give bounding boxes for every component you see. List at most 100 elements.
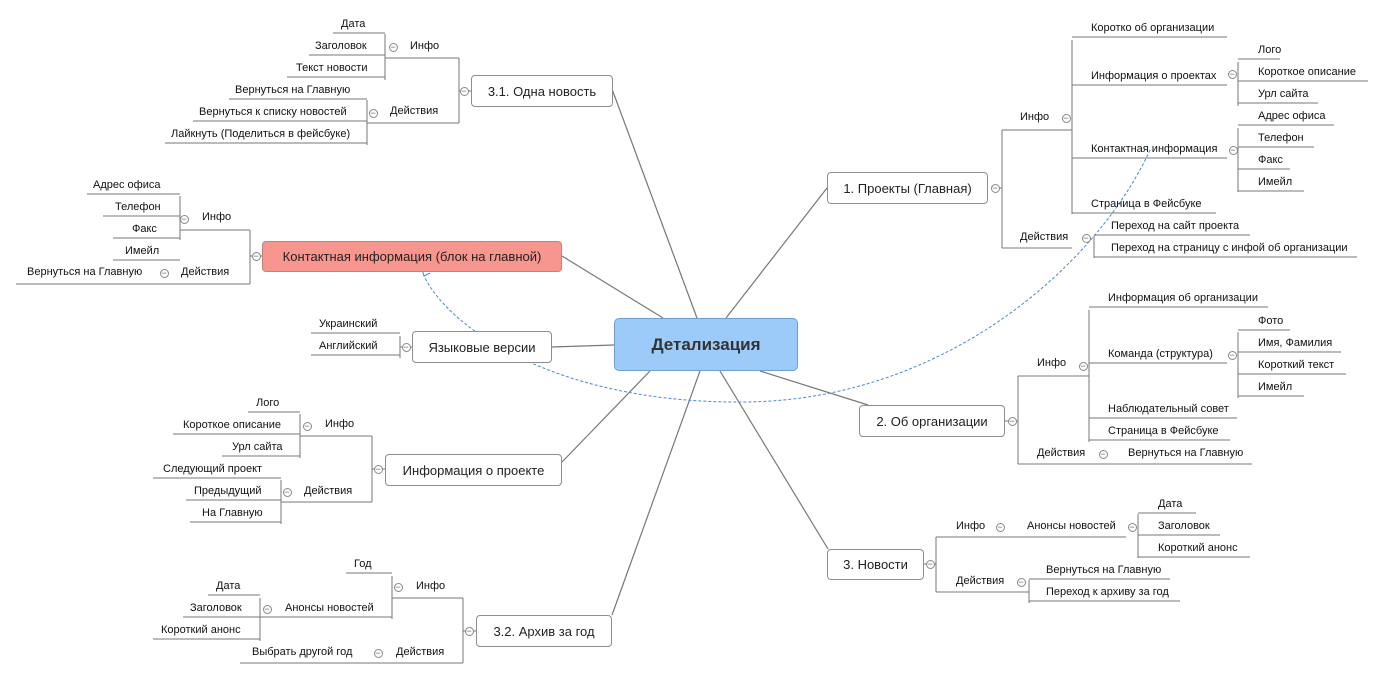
- label-about-info[interactable]: Инфо: [1037, 357, 1067, 369]
- node-archive[interactable]: 3.2. Архив за год: [476, 615, 612, 647]
- label-contact-phone[interactable]: Телефон: [115, 201, 161, 213]
- node-lang[interactable]: Языковые версии: [412, 331, 552, 363]
- label-contact-office[interactable]: Адрес офиса: [93, 179, 161, 191]
- label-back-news-list[interactable]: Вернуться к списку новостей: [199, 106, 347, 118]
- collapse-toggle-icon[interactable]: −: [282, 486, 292, 497]
- collapse-toggle-icon[interactable]: −: [159, 267, 169, 278]
- label-english[interactable]: Английский: [319, 340, 378, 352]
- collapse-toggle-icon[interactable]: −: [1227, 349, 1237, 360]
- label-office-address[interactable]: Адрес офиса: [1258, 110, 1326, 122]
- node-projects[interactable]: 1. Проекты (Главная): [827, 172, 988, 204]
- label-about-fb-page[interactable]: Страница в Фейсбуке: [1108, 425, 1219, 437]
- label-one-news-heading[interactable]: Заголовок: [315, 40, 367, 52]
- label-news-text[interactable]: Текст новости: [296, 62, 368, 74]
- collapse-toggle-icon[interactable]: −: [990, 182, 1000, 193]
- label-one-news-date[interactable]: Дата: [341, 18, 366, 30]
- collapse-toggle-icon[interactable]: −: [262, 603, 272, 614]
- label-archive-choose-year[interactable]: Выбрать другой год: [252, 646, 353, 658]
- collapse-toggle-icon[interactable]: −: [401, 341, 411, 352]
- label-site-url[interactable]: Урл сайта: [1258, 88, 1309, 100]
- label-fb-page[interactable]: Страница в Фейсбуке: [1091, 198, 1202, 210]
- label-fax[interactable]: Факс: [1258, 154, 1283, 166]
- collapse-toggle-icon[interactable]: −: [1098, 448, 1108, 459]
- collapse-toggle-icon[interactable]: −: [179, 213, 189, 224]
- collapse-toggle-icon[interactable]: −: [1078, 360, 1088, 371]
- node-about[interactable]: 2. Об организации: [859, 405, 1005, 437]
- label-short-text[interactable]: Короткий текст: [1258, 359, 1335, 371]
- label-goto-org-page[interactable]: Переход на страницу с инфой об организац…: [1111, 242, 1348, 254]
- label-contact-fax[interactable]: Факс: [132, 223, 157, 235]
- label-news-info[interactable]: Инфо: [956, 520, 986, 532]
- label-archive-short-announce[interactable]: Короткий анонс: [161, 624, 241, 636]
- label-brief-org[interactable]: Коротко об организации: [1091, 22, 1215, 34]
- label-pinfo-actions[interactable]: Действия: [304, 485, 353, 497]
- label-contact-info[interactable]: Инфо: [202, 211, 232, 223]
- label-pinfo-logo[interactable]: Лого: [256, 397, 280, 409]
- label-org-info[interactable]: Информация об организации: [1108, 292, 1258, 304]
- label-one-news-info[interactable]: Инфо: [410, 40, 440, 52]
- collapse-toggle-icon[interactable]: −: [464, 625, 474, 636]
- label-name-surname[interactable]: Имя, Фамилия: [1258, 337, 1333, 349]
- label-one-news-actions[interactable]: Действия: [390, 105, 439, 117]
- label-about-email[interactable]: Имейл: [1258, 381, 1293, 393]
- collapse-toggle-icon[interactable]: −: [1228, 144, 1238, 155]
- label-contact-email[interactable]: Имейл: [125, 245, 160, 257]
- collapse-toggle-icon[interactable]: −: [393, 581, 403, 592]
- label-news-back-home[interactable]: Вернуться на Главную: [1046, 564, 1162, 576]
- label-news-actions[interactable]: Действия: [956, 575, 1005, 587]
- label-archive-date[interactable]: Дата: [216, 580, 241, 592]
- collapse-toggle-icon[interactable]: −: [388, 41, 398, 52]
- collapse-toggle-icon[interactable]: −: [1081, 232, 1091, 243]
- node-project-info[interactable]: Информация о проекте: [385, 454, 562, 486]
- collapse-toggle-icon[interactable]: −: [373, 647, 383, 658]
- collapse-toggle-icon[interactable]: −: [302, 420, 312, 431]
- collapse-toggle-icon[interactable]: −: [373, 463, 383, 474]
- collapse-toggle-icon[interactable]: −: [1016, 576, 1026, 587]
- label-archive-announces[interactable]: Анонсы новостей: [285, 602, 374, 614]
- label-phone[interactable]: Телефон: [1258, 132, 1304, 144]
- label-about-actions[interactable]: Действия: [1037, 447, 1086, 459]
- label-to-home[interactable]: На Главную: [202, 507, 263, 519]
- label-goto-project-site[interactable]: Переход на сайт проекта: [1111, 220, 1240, 232]
- label-ukrainian[interactable]: Украинский: [319, 318, 378, 330]
- label-one-news-back-home[interactable]: Вернуться на Главную: [235, 84, 351, 96]
- label-year[interactable]: Год: [354, 558, 372, 570]
- collapse-toggle-icon[interactable]: −: [459, 85, 469, 96]
- label-pinfo-short-desc[interactable]: Короткое описание: [183, 419, 281, 431]
- collapse-toggle-icon[interactable]: −: [1127, 521, 1137, 532]
- label-prev[interactable]: Предыдущий: [194, 485, 262, 497]
- collapse-toggle-icon[interactable]: −: [1007, 415, 1017, 426]
- label-archive-actions[interactable]: Действия: [396, 646, 445, 658]
- label-goto-archive[interactable]: Переход к архиву за год: [1046, 586, 1169, 598]
- label-like[interactable]: Лайкнуть (Поделиться в фейсбуке): [171, 128, 351, 140]
- label-photo[interactable]: Фото: [1258, 315, 1284, 327]
- label-contact-back-home[interactable]: Вернуться на Главную: [27, 266, 143, 278]
- node-contact-block[interactable]: Контактная информация (блок на главной): [262, 241, 562, 272]
- label-short-desc[interactable]: Короткое описание: [1258, 66, 1356, 78]
- collapse-toggle-icon[interactable]: −: [1061, 112, 1071, 123]
- label-pinfo-info[interactable]: Инфо: [325, 418, 355, 430]
- label-short-announce[interactable]: Короткий анонс: [1158, 542, 1238, 554]
- collapse-toggle-icon[interactable]: −: [251, 250, 261, 261]
- collapse-toggle-icon[interactable]: −: [368, 107, 378, 118]
- node-one-news[interactable]: 3.1. Одна новость: [471, 75, 613, 107]
- label-about-back-home[interactable]: Вернуться на Главную: [1128, 447, 1244, 459]
- label-pinfo-site-url[interactable]: Урл сайта: [232, 441, 283, 453]
- label-team[interactable]: Команда (структура): [1108, 348, 1213, 360]
- label-projects-actions[interactable]: Действия: [1020, 231, 1069, 243]
- label-projects-info[interactable]: Инфо: [1020, 111, 1050, 123]
- label-date[interactable]: Дата: [1158, 498, 1183, 510]
- label-board[interactable]: Наблюдательный совет: [1108, 403, 1229, 415]
- label-archive-heading[interactable]: Заголовок: [190, 602, 242, 614]
- label-next-project[interactable]: Следующий проект: [163, 463, 263, 475]
- label-contact-info[interactable]: Контактная информация: [1091, 143, 1218, 155]
- label-email[interactable]: Имейл: [1258, 176, 1293, 188]
- root-node[interactable]: Детализация: [614, 318, 798, 371]
- collapse-toggle-icon[interactable]: −: [1227, 68, 1237, 79]
- label-news-announces[interactable]: Анонсы новостей: [1027, 520, 1116, 532]
- collapse-toggle-icon[interactable]: −: [925, 558, 935, 569]
- node-news[interactable]: 3. Новости: [827, 549, 924, 580]
- label-heading[interactable]: Заголовок: [1158, 520, 1210, 532]
- label-logo[interactable]: Лого: [1258, 44, 1282, 56]
- label-projects-info[interactable]: Информация о проектах: [1091, 70, 1217, 82]
